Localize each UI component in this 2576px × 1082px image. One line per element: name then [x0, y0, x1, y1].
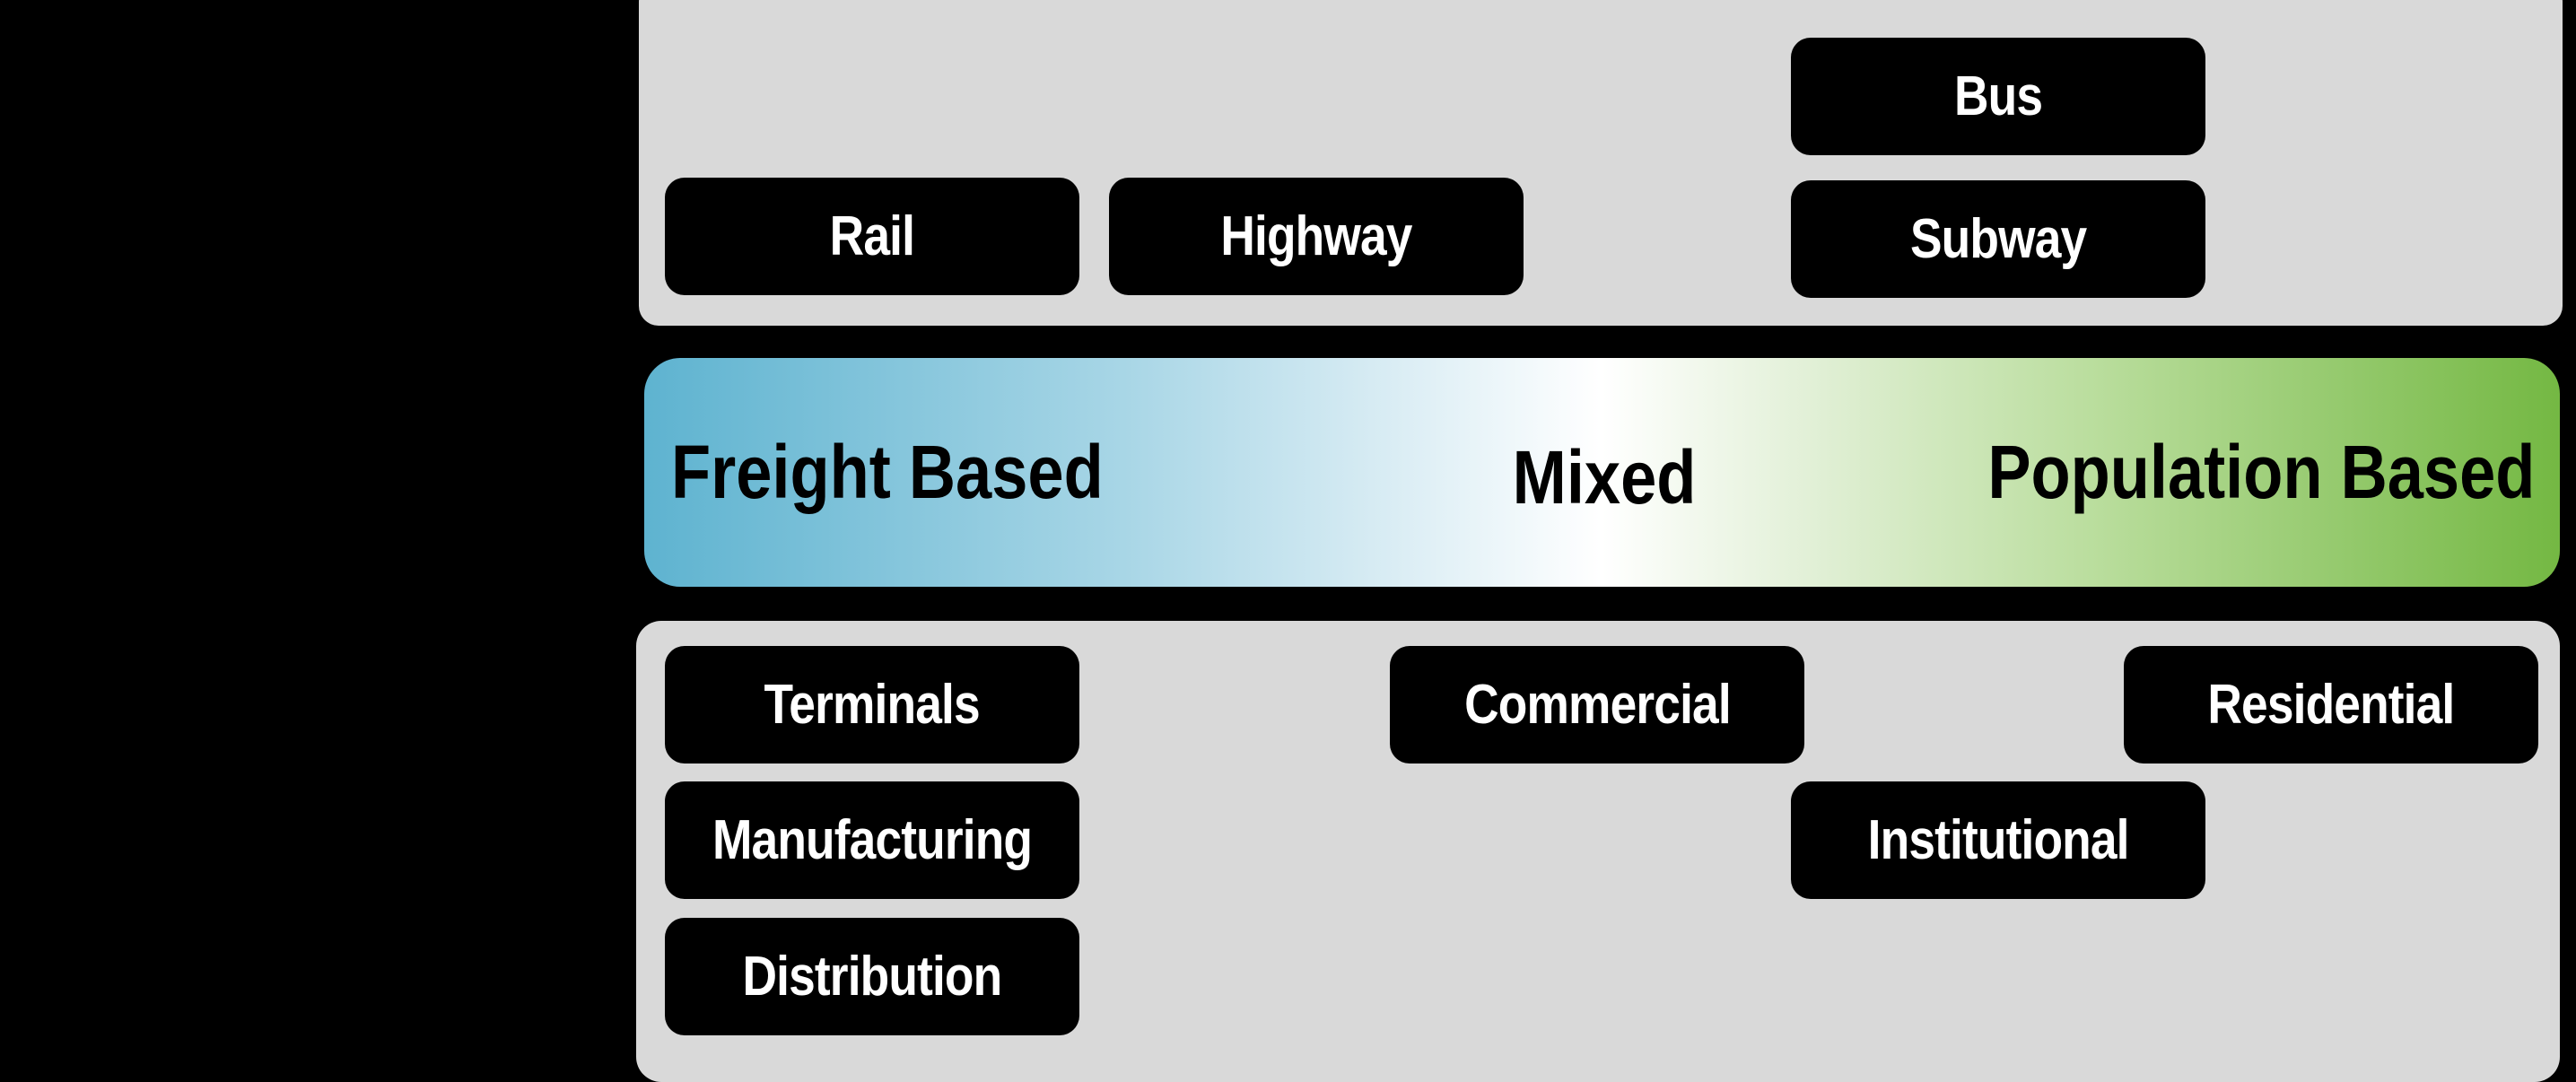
box-bus-label: Bus	[1953, 65, 2043, 127]
box-rail-label: Rail	[829, 205, 915, 267]
freight-based-text: Freight Based	[671, 430, 1104, 514]
freight-population-spectrum: Freight Based Mixed Population Based	[644, 358, 2560, 587]
box-manufacturing: Manufacturing	[665, 781, 1079, 899]
box-institutional: Institutional	[1791, 781, 2205, 899]
box-manufacturing-label: Manufacturing	[712, 809, 1033, 871]
box-residential: Residential	[2124, 646, 2538, 764]
box-terminals-label: Terminals	[764, 674, 981, 736]
box-highway-label: Highway	[1220, 205, 1412, 267]
box-subway: Subway	[1791, 180, 2205, 298]
spectrum-center-label: Mixed	[1506, 363, 1703, 592]
box-institutional-label: Institutional	[1867, 809, 2130, 871]
mixed-text: Mixed	[1512, 435, 1697, 519]
population-based-text: Population Based	[1987, 430, 2535, 514]
box-bus: Bus	[1791, 38, 2205, 155]
box-highway: Highway	[1109, 178, 1524, 295]
box-commercial: Commercial	[1390, 646, 1804, 764]
box-distribution: Distribution	[665, 918, 1079, 1035]
box-terminals: Terminals	[665, 646, 1079, 764]
spectrum-left-label: Freight Based	[671, 358, 1174, 587]
box-distribution-label: Distribution	[742, 946, 1003, 1008]
box-rail: Rail	[665, 178, 1079, 295]
box-subway-label: Subway	[1909, 208, 2087, 270]
box-residential-label: Residential	[2207, 674, 2455, 736]
spectrum-right-label: Population Based	[1899, 358, 2535, 587]
box-commercial-label: Commercial	[1463, 674, 1732, 736]
